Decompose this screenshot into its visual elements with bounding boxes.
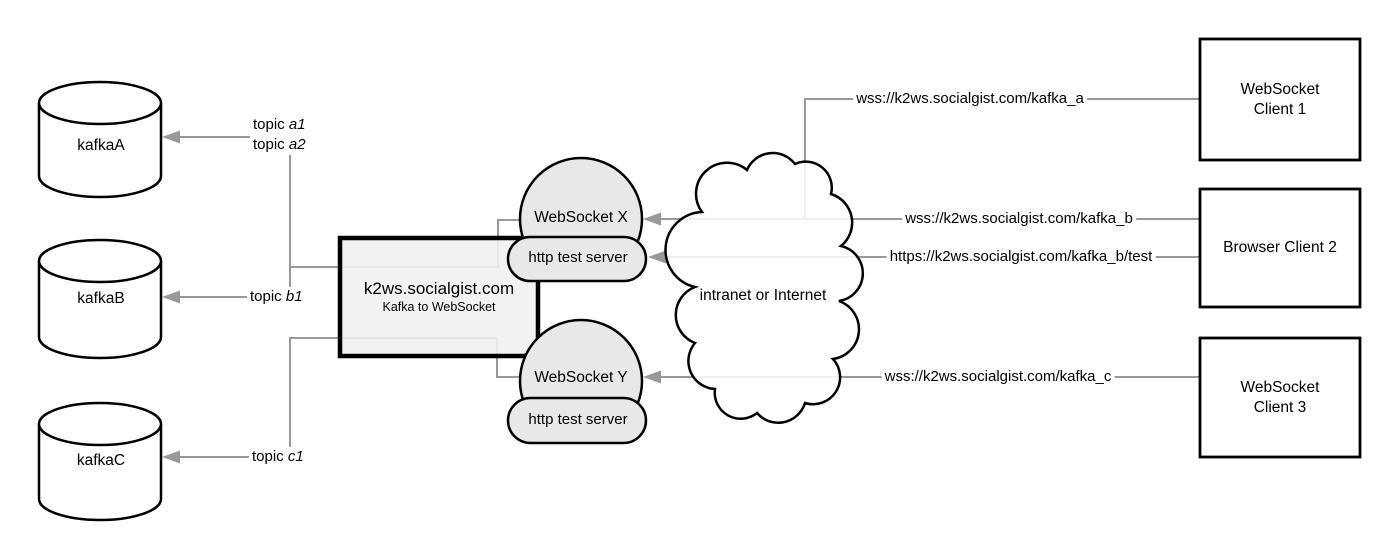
arrowhead-into-kafkab (162, 290, 180, 304)
client-2-box (1198, 187, 1362, 309)
k2ws-server-label: k2ws.socialgist.com Kafka to WebSocket (340, 238, 538, 356)
k2ws-server-box (337, 235, 541, 359)
kafka-a-label: kafkaA (77, 137, 125, 154)
http-test-server-y-pill (506, 396, 648, 445)
url-kafka-c-label: wss://k2ws.socialgist.com/kafka_c (881, 368, 1115, 386)
http-test-server-y-label: http test server (528, 411, 628, 428)
kafka-c-label: kafkaC (76, 452, 126, 469)
client-3-label: WebSocket Client 3 (1200, 338, 1360, 457)
arrowhead-into-kafkaa (162, 130, 180, 144)
arrowhead-into-websocketx (643, 212, 661, 226)
client-2-line1: Browser Client 2 (1223, 239, 1337, 257)
arrowhead-into-httptestserver-x (648, 250, 666, 264)
client-1-label: WebSocket Client 1 (1200, 39, 1360, 160)
url-kafka-b-test-label: https://k2ws.socialgist.com/kafka_b/test (886, 248, 1156, 266)
internet-cloud-label: intranet or Internet (699, 287, 827, 304)
http-test-server-x-pill (506, 235, 648, 283)
k2ws-server-title: k2ws.socialgist.com (363, 279, 515, 298)
internet-cloud (664, 151, 865, 424)
http-test-server-x-label: http test server (528, 249, 628, 266)
edge-client1-to-websocketx (804, 98, 1199, 219)
websocket-x-label: WebSocket X (534, 209, 628, 226)
client-1-line2: Client 1 (1253, 100, 1307, 118)
k2ws-server-subtitle: Kafka to WebSocket (382, 300, 496, 314)
topic-a-label: topic a1 topic a2 (250, 115, 309, 155)
client-3-line1: WebSocket (1240, 379, 1320, 396)
arrowhead-into-kafkac (162, 450, 180, 464)
client-1-line1: WebSocket (1240, 81, 1320, 98)
kafka-cylinder-b (37, 238, 163, 360)
client-1-box (1198, 37, 1362, 162)
kafka-b-label: kafkaB (77, 290, 125, 307)
url-kafka-a-label: wss://k2ws.socialgist.com/kafka_a (853, 90, 1087, 108)
client-2-label: Browser Client 2 (1200, 189, 1360, 307)
client-3-line2: Client 3 (1253, 398, 1307, 416)
topic-b1-label: topic b1 (247, 287, 306, 307)
topic-c1-label: topic c1 (249, 447, 307, 467)
kafka-cylinder-a (37, 80, 163, 199)
client-3-box (1198, 336, 1362, 459)
url-kafka-b-label: wss://k2ws.socialgist.com/kafka_b (902, 210, 1136, 228)
kafka-cylinder-c (37, 401, 163, 522)
websocket-y-label: WebSocket Y (534, 369, 628, 386)
arrowhead-into-websockety (643, 370, 661, 384)
